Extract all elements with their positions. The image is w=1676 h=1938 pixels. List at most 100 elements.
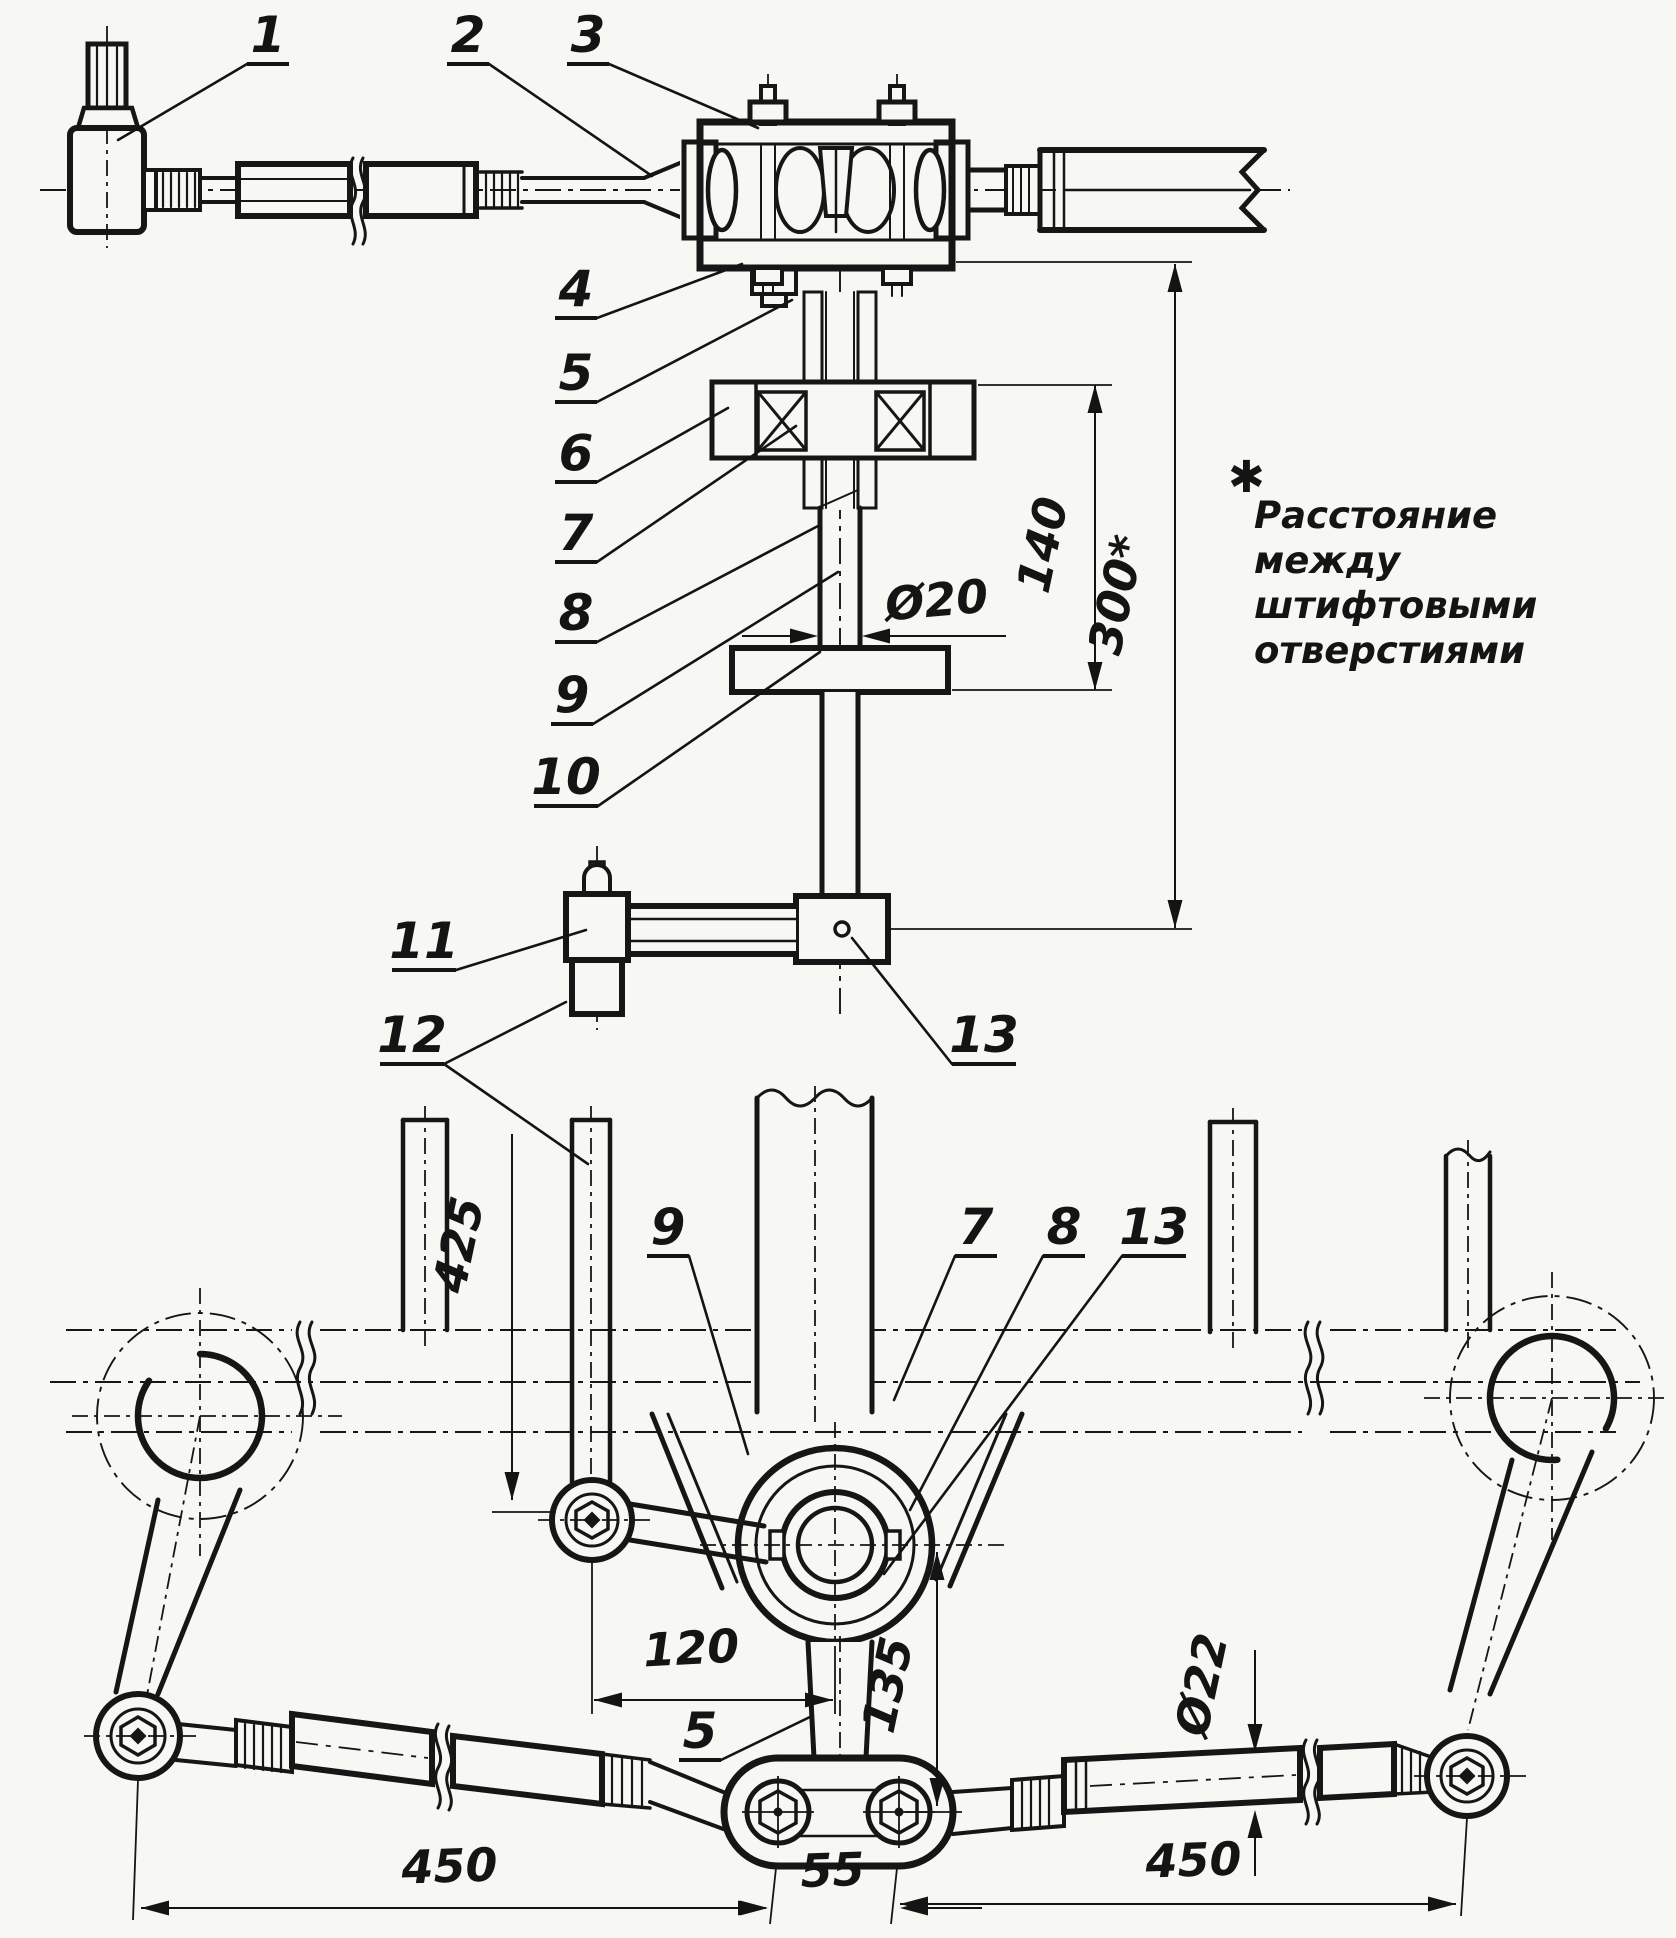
callout-leader (892, 1254, 957, 1402)
break-symbol (1238, 147, 1267, 233)
dimension-text-dim-55: 55 (800, 1842, 866, 1898)
knuckle-arm-right (1447, 1457, 1515, 1693)
callout-number-13: 13 (1119, 1198, 1189, 1256)
dimension-arrowhead (738, 1900, 766, 1916)
eye-bolt-left (742, 1776, 814, 1848)
footnote-line-3: штифтовыми (1254, 584, 1537, 627)
thrust-bearing-assembly (709, 379, 977, 461)
callout-leader (687, 1254, 750, 1456)
column-flange (729, 645, 951, 899)
dimension-text-dim-450-right: 450 (1144, 1831, 1243, 1888)
callout-section-10: 10 (531, 650, 822, 808)
callout-leader (908, 1254, 1045, 1512)
gearbox-bolt-right (873, 74, 921, 297)
callout-leader (442, 1062, 590, 1166)
callout-number-10: 10 (531, 748, 601, 806)
callout-section-6: 6 (555, 406, 730, 484)
sector-gear-assembly (649, 1411, 1025, 1650)
callout-section-8: 8 (555, 524, 820, 644)
dimension-arrowhead (1247, 1810, 1263, 1838)
axle-beam (50, 1320, 1640, 1433)
plan-view (50, 1086, 1664, 1925)
callout-number-6: 6 (559, 424, 594, 482)
steering-gearbox (680, 74, 974, 308)
callout-section-7: 7 (555, 424, 798, 564)
callout-leader (116, 62, 249, 142)
callout-leader (442, 1000, 568, 1066)
callout-leader (596, 650, 822, 808)
dimension-arrowhead (141, 1900, 169, 1916)
gearbox-bolt-left (744, 74, 792, 297)
callout-plan-7: 7 (892, 1198, 997, 1402)
dimension-arrowhead (900, 1896, 928, 1912)
dimension-arrowhead (594, 1692, 622, 1708)
callout-leader (595, 524, 820, 644)
callout-section-12: 12 (377, 1000, 590, 1166)
ball-socket-right (913, 147, 947, 233)
dimension-arrowhead (1167, 900, 1183, 928)
footnote-line-2: между (1254, 539, 1402, 582)
callout-leader (595, 298, 794, 404)
callout-plan-13: 13 (882, 1198, 1189, 1576)
callout-section-9: 9 (551, 570, 840, 726)
callout-number-13: 13 (949, 1006, 1019, 1064)
callout-leader (595, 424, 798, 564)
dim-d20: Ø20 (742, 569, 1006, 644)
callout-number-8: 8 (559, 584, 594, 642)
wheel-hub-right (1424, 1272, 1664, 1731)
callout-leader (607, 62, 760, 130)
callout-section-4: 4 (555, 260, 744, 320)
footnote-asterisk: ✱ (1228, 452, 1265, 503)
callout-leader (487, 62, 654, 178)
dimension-arrowhead (1247, 1724, 1263, 1752)
dim-120: 120 (594, 1619, 833, 1708)
thread-marks (484, 172, 520, 208)
callout-number-9: 9 (651, 1198, 686, 1256)
dimension-arrowhead (1087, 385, 1103, 413)
callout-section-2: 2 (447, 6, 654, 178)
callout-number-12: 12 (377, 1006, 447, 1064)
break-line (821, 489, 859, 507)
callout-number-7: 7 (959, 1198, 994, 1256)
dim-450-left: 450 (141, 1837, 766, 1916)
dim-450-right: 450 (900, 1831, 1456, 1912)
callout-plan-9: 9 (647, 1198, 750, 1456)
dimension-arrowhead (1087, 662, 1103, 690)
callout-plan-8: 8 (908, 1198, 1085, 1512)
tie-rod-right-plan (951, 1733, 1530, 1836)
fork-arm-left (649, 1411, 725, 1591)
drag-rod-joint (538, 1477, 769, 1565)
fork-arm-right (947, 1411, 1025, 1589)
callout-section-1: 1 (116, 6, 289, 142)
column-tube-plan (754, 1086, 875, 1424)
callout-section-13: 13 (850, 936, 1019, 1066)
housing-top-cover (698, 120, 954, 146)
pin-hole (833, 920, 851, 938)
callout-number-3: 3 (571, 6, 606, 64)
callout-number-4: 4 (558, 260, 594, 318)
dimension-arrowhead (929, 1778, 945, 1806)
dimension-text-dim-450-left: 450 (400, 1837, 499, 1894)
callout-section-3: 3 (567, 6, 760, 130)
footnote-line-4: отверстиями (1254, 629, 1525, 672)
callout-number-11: 11 (389, 912, 459, 970)
callout-leader (595, 262, 744, 320)
dimension-text-dim-d20: Ø20 (880, 569, 990, 632)
dimension-arrowhead (862, 628, 890, 644)
tie-rod-left-plan (84, 1691, 730, 1832)
callout-number-9: 9 (555, 666, 590, 724)
dimension-arrowhead (1428, 1896, 1456, 1912)
pitman-arm-assembly (563, 846, 1192, 1030)
dimension-arrowhead (805, 1692, 833, 1708)
section-view (40, 26, 1290, 1030)
dimension-text-dim-120: 120 (642, 1619, 741, 1678)
callout-leader (595, 406, 730, 484)
callout-leader (850, 936, 954, 1066)
knuckle-arm-left (113, 1497, 161, 1695)
callout-number-5: 5 (683, 1702, 718, 1760)
